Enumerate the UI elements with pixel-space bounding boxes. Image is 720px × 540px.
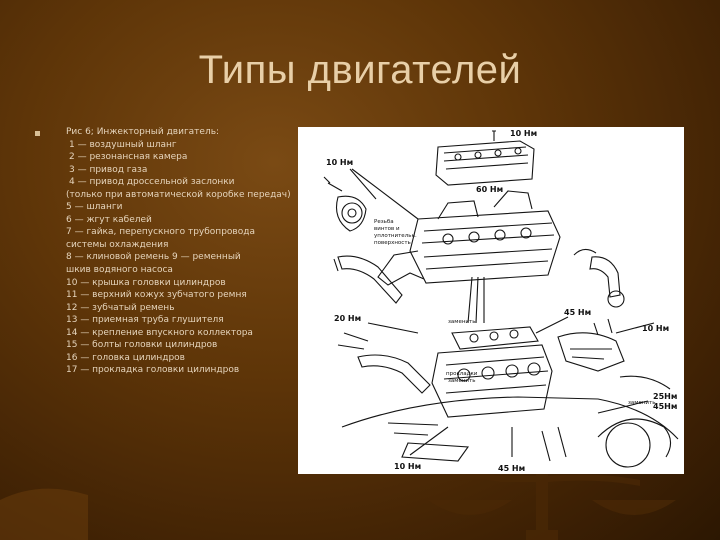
annotation-label: заменить [628,400,655,406]
caption-line: 12 — зубчатый ремень [66,302,175,313]
caption-line: 13 — приемная труба глушителя [66,315,224,326]
torque-label: 10 Нм [326,158,353,167]
caption-line: 5 — шланги [66,202,123,213]
caption-line: шкив водяного насоса [66,265,173,276]
annotation-label: заменить [448,319,475,325]
annotation-label: прокладки [446,371,478,377]
caption-line: 2 — резонансная камера [69,152,188,163]
caption-line: 1 — воздушный шланг [69,139,177,150]
torque-label: 25Нм [653,392,677,401]
torque-label: 60 Нм [476,185,503,194]
annotation-label: Резьба [374,219,394,225]
annotation-label: поверхность [374,240,411,246]
caption-line: системы охлаждения [66,239,169,250]
torque-label: 45Нм [653,402,677,411]
caption-line: 11 — верхний кожух зубчатого ремня [66,290,247,301]
caption-line: 15 — болты головки цилиндров [66,340,218,351]
engine-linework [323,130,679,468]
caption-line: Рис 6; Инжекторный двигатель: [66,127,220,137]
caption-line: 6 — жгут кабелей [66,214,152,225]
bullet-marker [35,131,40,136]
caption-line: 4 — привод дроссельной заслонки [69,177,235,188]
caption-line: (только при автоматической коробке перед… [66,189,291,200]
caption-line: 17 — прокладка головки цилиндров [66,365,240,376]
annotation-label: винтов и [374,226,400,232]
torque-label: 10 Нм [510,129,537,138]
engine-exploded-view: 10 Нм 10 Нм 60 Нм 20 Нм 45 Нм 10 Нм 25Нм… [323,129,679,473]
caption-line: 10 — крышка головки цилиндров [66,277,226,288]
caption-line: 7 — гайка, перепускного трубопровода [66,227,255,238]
caption-line: 16 — головка цилиндров [66,352,185,363]
torque-label: 10 Нм [394,462,421,471]
torque-label: 45 Нм [498,464,525,473]
caption-line: 8 — клиновой ремень 9 — ременный [66,252,241,263]
caption-line: 3 — привод газа [69,164,148,175]
torque-label: 10 Нм [642,324,669,333]
figure-caption: Рис 6; Инжекторный двигатель: 1 — воздуш… [66,126,298,377]
annotation-label: уплотнительн. [374,233,417,239]
caption-line: 14 — крепление впускного коллектора [66,327,253,338]
engine-diagram-figure: 10 Нм 10 Нм 60 Нм 20 Нм 45 Нм 10 Нм 25Нм… [298,127,684,474]
torque-label: 45 Нм [564,308,591,317]
slide-title: Типы двигателей [198,48,522,92]
annotation-label: заменить [448,378,475,384]
torque-label: 20 Нм [334,314,361,323]
